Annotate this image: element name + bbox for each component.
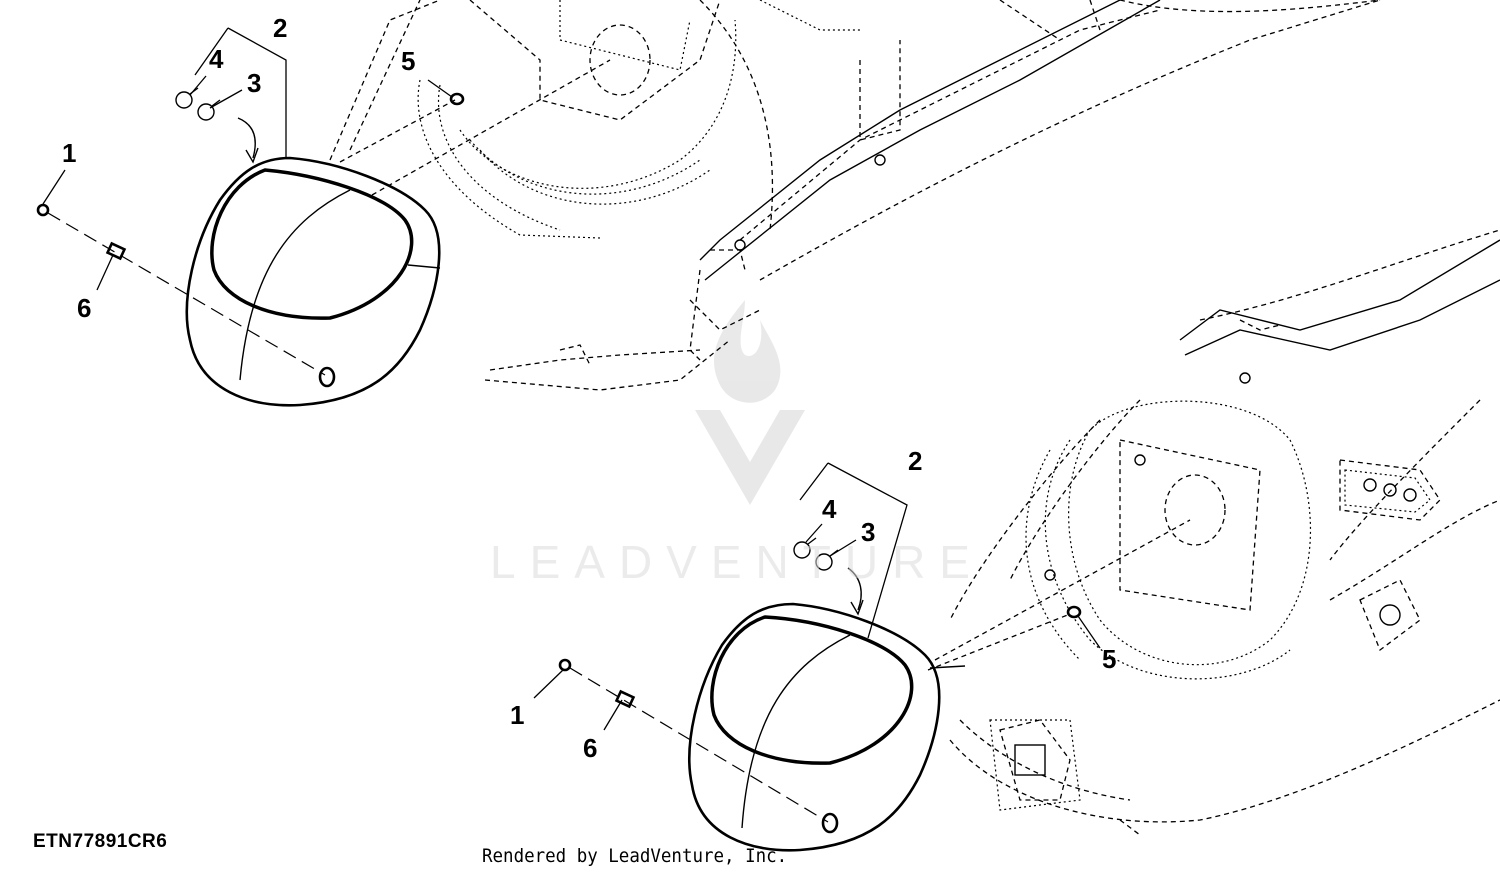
lower-callout-5: 5 (1102, 644, 1117, 674)
lower-callout-4: 4 (822, 494, 837, 524)
lower-screw-1-icon (558, 658, 572, 672)
lower-callout-6: 6 (583, 733, 598, 763)
lower-bulb-4-icon (793, 541, 811, 559)
lower-callout-1: 1 (510, 700, 525, 730)
upper-clip-6-icon (105, 241, 127, 261)
upper-light-assembly (185, 156, 441, 407)
render-credit: Rendered by LeadVenture, Inc. (482, 845, 788, 867)
upper-callout-5: 5 (401, 46, 416, 76)
upper-bulb-3-icon (197, 103, 215, 121)
upper-callout-6: 6 (77, 293, 92, 323)
upper-leader-lines (42, 27, 453, 291)
leadventure-watermark-text: LEADVENTURE (490, 536, 984, 588)
upper-bulb-4-icon (175, 91, 193, 109)
upper-small-parts (36, 59, 611, 376)
upper-nut-5-icon (449, 92, 465, 106)
lower-install-arrow (847, 567, 862, 611)
upper-callout-2: 2 (273, 13, 288, 43)
upper-callout-4: 4 (209, 44, 224, 74)
lower-frame-outline (949, 229, 1500, 836)
figure-id: ETN77891CR6 (33, 831, 168, 852)
lower-leader-lines (533, 462, 1101, 731)
lower-nut-5-icon (1066, 605, 1082, 619)
upper-install-arrow (237, 117, 256, 159)
lower-bulb-3-icon (815, 553, 833, 571)
upper-callout-1: 1 (62, 138, 77, 168)
upper-screw-1-icon (36, 203, 50, 217)
lower-light-assembly (688, 602, 966, 852)
leadventure-watermark-logo (695, 300, 805, 505)
upper-callout-3: 3 (247, 68, 262, 98)
lower-callout-2: 2 (908, 446, 923, 476)
upper-frame-outline (329, 0, 1381, 391)
lower-callout-3: 3 (861, 517, 876, 547)
